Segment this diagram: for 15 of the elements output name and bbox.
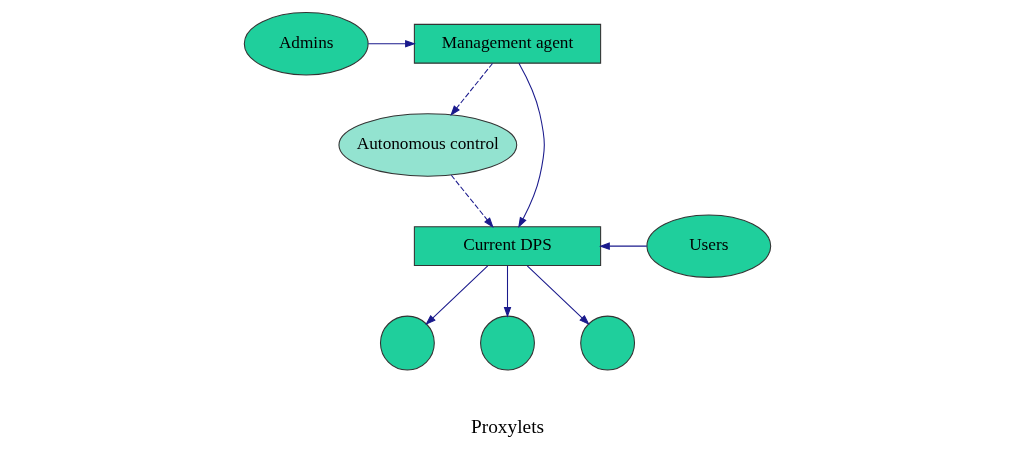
node-circle bbox=[479, 315, 535, 371]
arrow bbox=[449, 62, 493, 117]
node-ellipse: Users bbox=[645, 214, 771, 278]
arrow bbox=[526, 265, 590, 326]
arrow bbox=[367, 40, 416, 48]
node-box: Current DPS bbox=[413, 226, 601, 267]
label: Proxylets bbox=[470, 415, 544, 437]
arrow bbox=[450, 174, 494, 228]
arrow bbox=[517, 62, 545, 228]
arrow bbox=[598, 242, 647, 250]
arrow bbox=[503, 265, 511, 318]
node-ellipse: Autonomous control bbox=[337, 113, 517, 177]
node-box: Management agent bbox=[413, 23, 601, 64]
arrow bbox=[424, 265, 488, 326]
node-ellipse: Admins bbox=[243, 12, 369, 76]
